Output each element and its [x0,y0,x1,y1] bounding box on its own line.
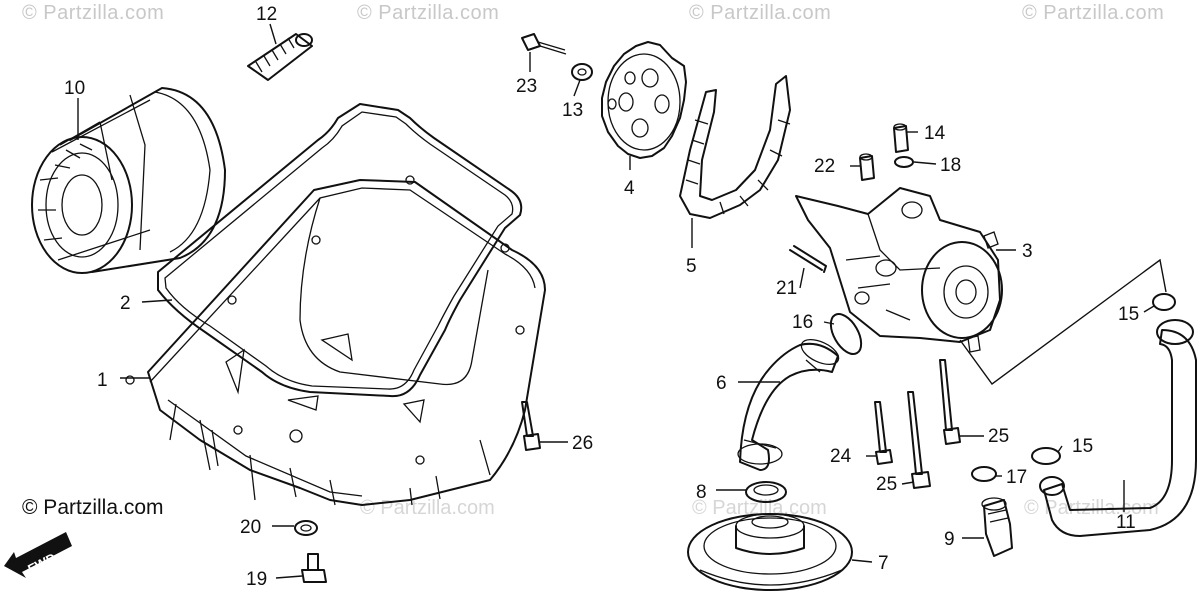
callout-leaders [77,23,1155,579]
watermark: © Partzilla.com [22,2,165,24]
callout-14: 14 [924,123,946,144]
dowel-pin-14[interactable] [893,123,909,153]
callout-19: 19 [246,569,267,590]
callout-25-lower: 25 [876,474,897,495]
callout-1: 1 [97,370,108,391]
oil-strainer-screen[interactable] [687,513,853,591]
o-ring-18[interactable] [894,156,914,168]
callout-22: 22 [814,156,835,177]
bolt-25-short[interactable] [939,359,961,445]
watermark: © Partzilla.com [1024,497,1159,519]
callout-24: 24 [830,446,852,467]
callout-6: 6 [716,373,727,394]
oil-filter-stud[interactable] [247,33,313,81]
callout-17: 17 [1006,467,1027,488]
callout-15-upper: 15 [1118,304,1139,325]
callout-4: 4 [624,178,635,199]
fwd-arrow: FWD [4,532,72,578]
seal-8[interactable] [745,481,787,503]
bolt-23[interactable] [521,33,567,55]
watermark: © Partzilla.com [1022,2,1165,24]
callout-2: 2 [120,293,131,314]
cotter-pin-21[interactable] [789,245,827,273]
callout-18: 18 [940,155,961,176]
oil-pan-gasket[interactable] [157,103,523,398]
o-ring-15-upper[interactable] [1152,293,1176,311]
callout-11: 11 [1116,512,1136,533]
oil-joint-9[interactable] [981,497,1013,557]
watermark: © Partzilla.com [357,2,500,24]
watermark: © Partzilla.com [692,497,827,519]
washer-13[interactable] [571,63,593,81]
callout-3: 3 [1022,241,1033,262]
o-ring-16[interactable] [825,309,868,359]
oil-pump-sprocket[interactable] [601,41,687,159]
callout-12: 12 [256,4,277,25]
routing-line [959,258,1167,385]
callout-13: 13 [562,100,583,121]
oil-pump-chain[interactable] [679,75,791,219]
bolt-24[interactable] [874,401,893,465]
callout-7: 7 [878,553,889,574]
callout-9: 9 [944,529,955,550]
o-ring-17[interactable] [971,466,997,482]
callout-labels: 1 2 3 4 5 6 7 8 9 10 11 12 13 14 15 15 1… [64,4,1139,590]
callout-26: 26 [572,433,593,454]
dowel-pin-22[interactable] [859,153,875,181]
callout-21: 21 [776,278,797,299]
copyright-text: © Partzilla.com [22,496,164,519]
washer-20[interactable] [294,520,318,536]
oil-pan[interactable] [125,175,546,506]
callout-23: 23 [516,76,537,97]
callout-20: 20 [240,517,261,538]
bolt-25-long[interactable] [907,391,931,489]
drain-bolt-19[interactable] [301,553,327,583]
oil-pump-assembly[interactable] [795,187,1003,353]
watermark: © Partzilla.com [689,2,832,24]
callout-16: 16 [792,312,813,333]
callout-5: 5 [686,256,697,277]
oil-hose[interactable] [1039,319,1197,537]
oil-filter[interactable] [31,87,226,274]
bolt-26[interactable] [521,401,541,451]
oil-strainer-pipe[interactable] [737,334,842,471]
callout-10: 10 [64,78,85,99]
callout-8: 8 [696,482,707,503]
callout-25-upper: 25 [988,426,1009,447]
o-ring-15-lower[interactable] [1031,447,1061,465]
callout-15-lower: 15 [1072,436,1093,457]
